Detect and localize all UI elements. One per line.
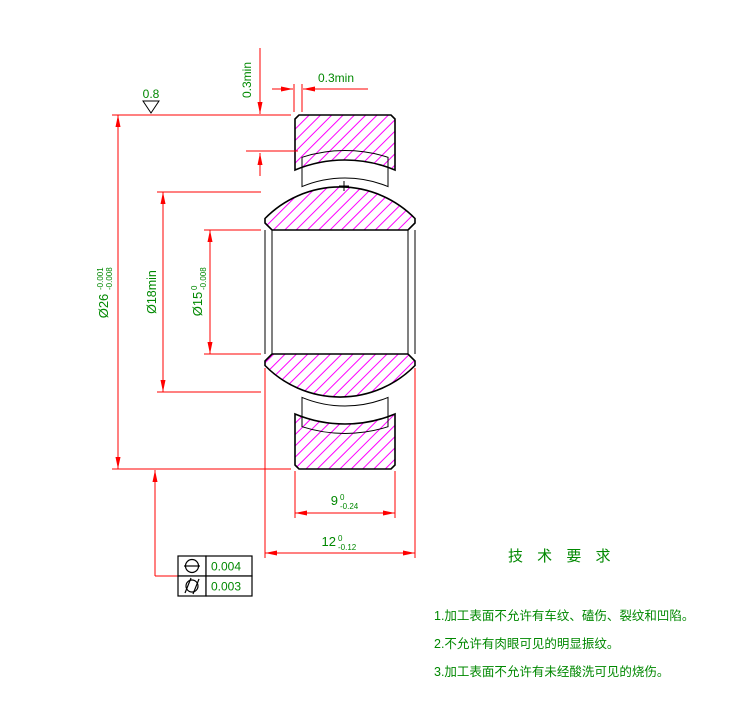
cylindricity-icon	[184, 577, 200, 595]
outer-diameter-lower-tol: -0.008	[105, 267, 114, 290]
surface-roughness-value: 0.8	[143, 87, 160, 101]
tech-requirements-title: 技 术 要 求	[508, 548, 616, 565]
tech-requirement-item: 1.加工表面不允许有车纹、磕伤、裂纹和凹陷。	[434, 608, 694, 623]
liner-bottom-section	[301, 396, 389, 434]
surface-roughness-symbol: 0.8	[142, 87, 160, 114]
technical-requirements: 技 术 要 求 1.加工表面不允许有车纹、磕伤、裂纹和凹陷。 2.不允许有肉眼可…	[434, 548, 694, 679]
dim-outer-diameter: Ø26 -0.001 -0.008	[96, 115, 121, 469]
dim-outer-ring-width: 9 0 -0.24	[295, 493, 395, 516]
bore-diameter-value: Ø15	[190, 292, 205, 317]
bore-diameter-upper-tol: 0	[190, 285, 199, 290]
inner-ring-top-section	[264, 186, 416, 231]
tolerance-value-2: 0.003	[211, 580, 241, 594]
outer-ring-top-section	[294, 114, 396, 172]
outer-diameter-upper-tol: -0.001	[96, 267, 105, 290]
tech-requirement-item: 3.加工表面不允许有未经酸洗可见的烧伤。	[434, 664, 669, 679]
liner-top-section	[301, 150, 389, 188]
tolerance-value-1: 0.004	[211, 560, 241, 574]
dim-gap-horizontal: 0.3min	[272, 71, 368, 92]
gap-vertical-value: 0.3min	[240, 62, 254, 98]
dim-bore-diameter: Ø15 0 -0.008	[190, 230, 213, 354]
outer-diameter-value: Ø26	[96, 294, 111, 319]
inner-ring-width-upper-tol: 0	[338, 534, 343, 543]
roughness-triangle-icon	[142, 100, 160, 114]
tolerance-frames: 0.004 0.003	[152, 470, 253, 597]
gap-horizontal-value: 0.3min	[318, 71, 354, 85]
outer-ring-bottom-section	[294, 412, 396, 470]
inner-ring-width-value: 12	[322, 534, 336, 549]
dim-inner-ring-width: 12 0 -0.12	[265, 534, 415, 556]
center-mark-icon	[339, 181, 349, 191]
outer-ring-width-value: 9	[331, 493, 338, 508]
extension-lines	[112, 84, 416, 558]
inner-ring-bottom-section	[264, 353, 416, 398]
dim-gap-vertical: 0.3min	[240, 48, 263, 176]
circularity-icon	[184, 558, 200, 574]
inner-ring-width-lower-tol: -0.12	[338, 543, 357, 552]
bore-edge-lines	[264, 230, 416, 354]
dim-sphere-diameter: Ø18min	[145, 192, 166, 392]
outer-ring-width-upper-tol: 0	[340, 493, 345, 502]
sphere-diameter-value: Ø18min	[145, 270, 159, 314]
tech-requirement-item: 2.不允许有肉眼可见的明显振纹。	[434, 636, 619, 651]
outer-ring-width-lower-tol: -0.24	[340, 502, 359, 511]
bore-diameter-lower-tol: -0.008	[199, 267, 208, 290]
